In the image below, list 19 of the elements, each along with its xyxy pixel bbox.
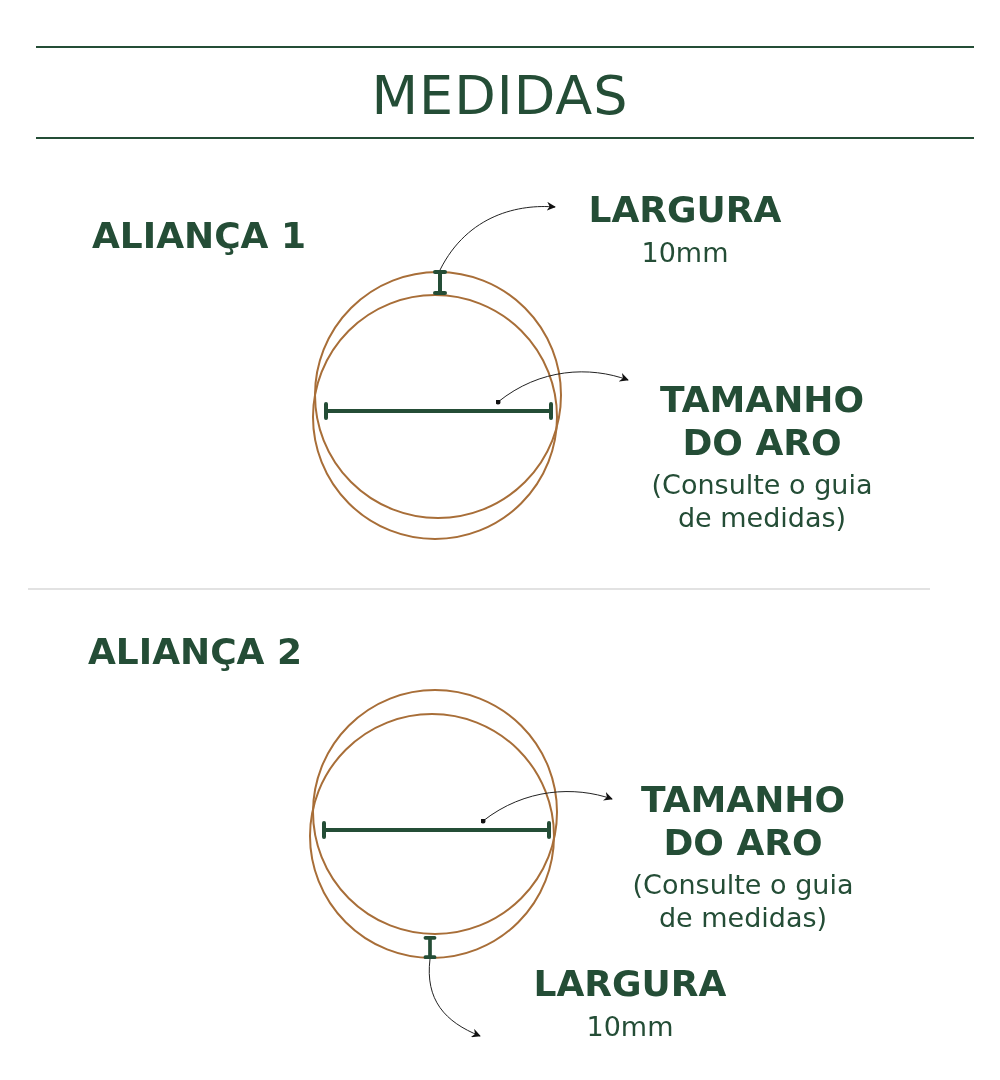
leader-arrow (439, 202, 556, 271)
section-heading: ALIANÇA 1 (92, 214, 307, 258)
title: MEDIDAS (370, 63, 630, 129)
leader-arrow (480, 791, 613, 824)
diameter-bar (323, 402, 554, 420)
measure-heading: TAMANHO DO ARO (658, 378, 866, 464)
width-marker (433, 270, 447, 295)
leader-arrow (495, 371, 629, 405)
section-heading: ALIANÇA 2 (88, 630, 303, 674)
measure-note: 10mm (586, 1010, 674, 1043)
measure-heading: LARGURA (588, 188, 782, 232)
measure-note: (Consulte o guia de medidas) (631, 868, 855, 934)
diameter-bar (321, 821, 552, 839)
width-marker (423, 936, 437, 959)
measure-heading: LARGURA (533, 962, 727, 1006)
measure-note: 10mm (641, 236, 729, 269)
leader-arrow (428, 958, 481, 1037)
measure-note: (Consulte o guia de medidas) (650, 468, 874, 534)
measure-heading: TAMANHO DO ARO (639, 778, 847, 864)
